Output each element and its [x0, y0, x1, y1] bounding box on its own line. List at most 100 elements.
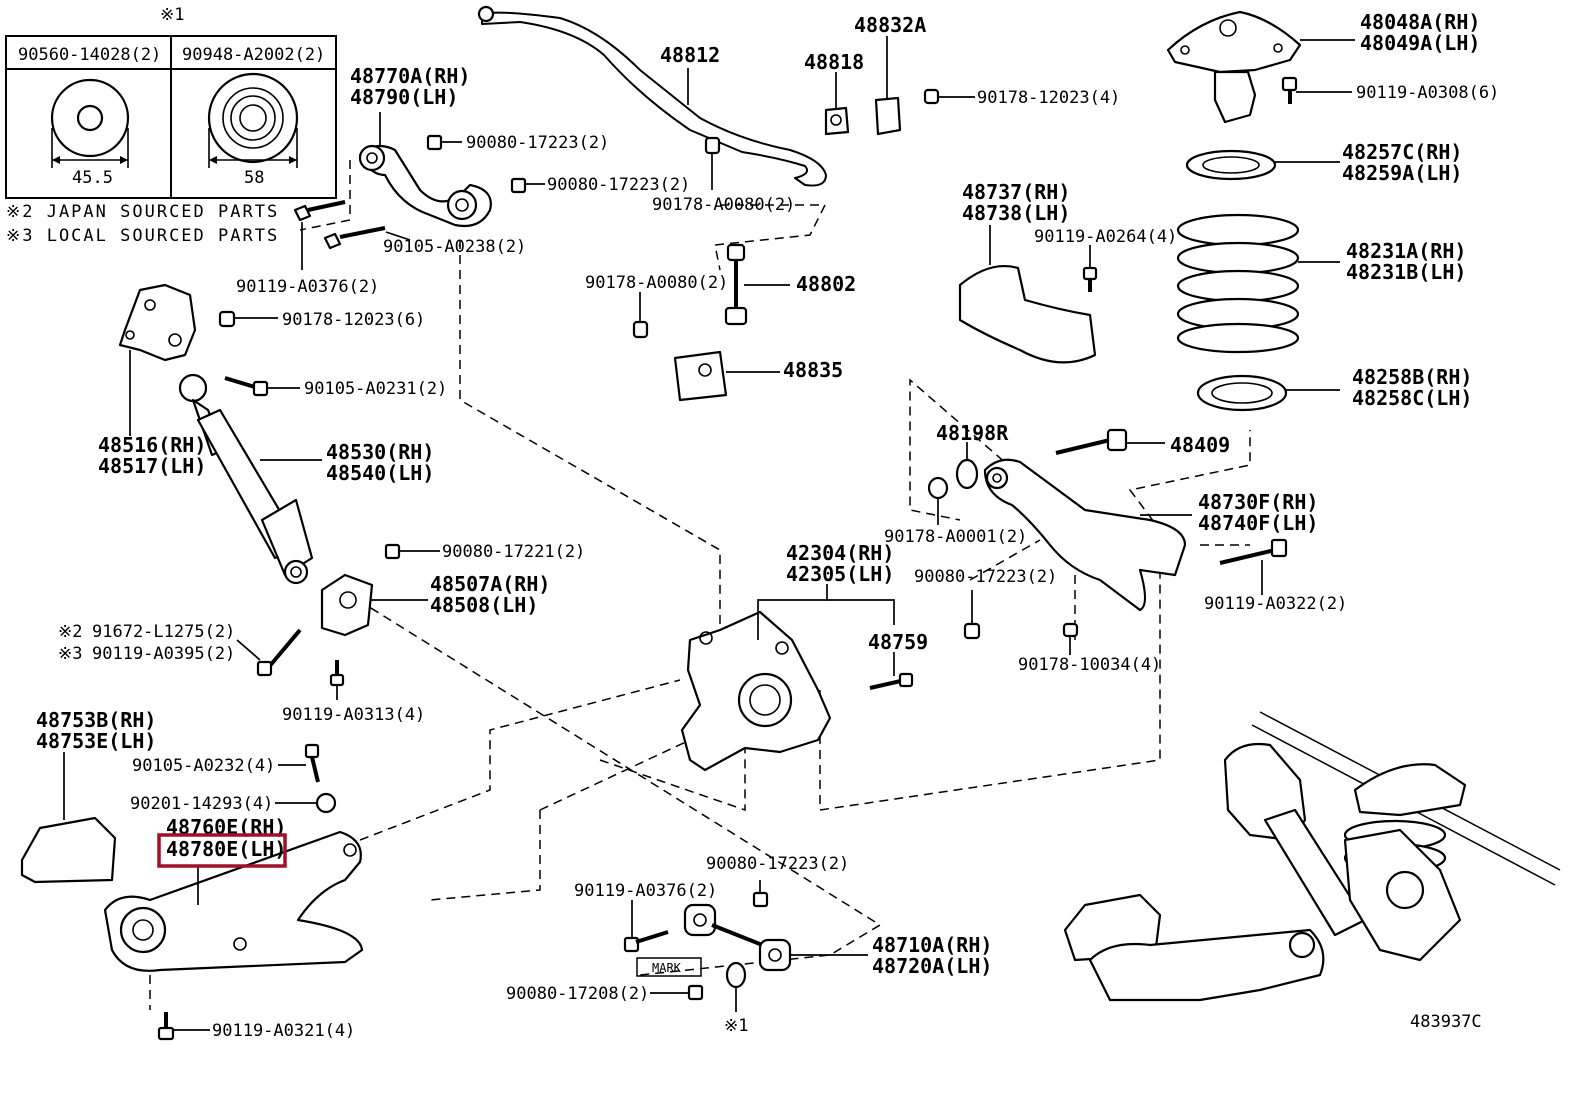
label-48507A[interactable]: 48507A(RH)	[430, 572, 550, 596]
bolt-90119-A0322-icon[interactable]	[1219, 538, 1288, 565]
nut-90080-17223-a-icon[interactable]	[426, 134, 443, 151]
label-48540[interactable]: 48540(LH)	[326, 461, 434, 485]
label-48517[interactable]: 48517(LH)	[98, 454, 206, 478]
label-48740F[interactable]: 48740F(LH)	[1198, 511, 1318, 535]
label-48710A[interactable]: 48710A(RH)	[872, 933, 992, 957]
label-48508[interactable]: 48508(LH)	[430, 593, 538, 617]
stabilizer-bar[interactable]	[477, 5, 827, 187]
label-90080-17223-c[interactable]: 90080-17223(2)	[706, 854, 849, 874]
nut-90178-12023-4-icon[interactable]	[923, 88, 940, 105]
cam-90201-14293-icon[interactable]	[315, 792, 337, 814]
label-48720A[interactable]: 48720A(LH)	[872, 954, 992, 978]
label-90178-A0080-a[interactable]: 90178-A0080(2)	[652, 195, 795, 215]
label-48780E[interactable]: 48780E(LH)	[166, 837, 286, 861]
label-48753E[interactable]: 48753E(LH)	[36, 729, 156, 753]
inset-right-part[interactable]: 90948-A2002(2)	[182, 45, 325, 65]
toe-control-link[interactable]	[683, 903, 792, 972]
label-90178-10034[interactable]: 90178-10034(4)	[1018, 655, 1161, 675]
label-48812[interactable]: 48812	[660, 43, 720, 67]
nut-90080-17223-c-icon[interactable]	[752, 891, 769, 908]
nut-90178-A0001-icon[interactable]	[927, 476, 949, 500]
coil-spring[interactable]	[1176, 213, 1300, 354]
nut-90178-10034-icon[interactable]	[1062, 622, 1079, 638]
nut-90080-17221-icon[interactable]	[384, 543, 401, 560]
link-48802-icon[interactable]	[724, 243, 748, 326]
nut-90178-12023-6-icon[interactable]	[218, 310, 236, 328]
label-48730F[interactable]: 48730F(RH)	[1198, 490, 1318, 514]
label-90080-17221[interactable]: 90080-17221(2)	[442, 542, 585, 562]
label-48198R[interactable]: 48198R	[936, 421, 1009, 445]
label-48516[interactable]: 48516(RH)	[98, 433, 206, 457]
label-90119-A0322[interactable]: 90119-A0322(2)	[1204, 594, 1347, 614]
lower-control-arm[interactable]	[103, 830, 364, 972]
bolt-90119-A0321-icon[interactable]	[157, 1012, 175, 1041]
label-48832A[interactable]: 48832A	[854, 13, 926, 37]
bushing-48818-icon[interactable]	[824, 106, 850, 136]
label-48049A[interactable]: 48049A(LH)	[1360, 31, 1480, 55]
bolt-90105-A0232-icon[interactable]	[304, 743, 320, 783]
label-48770A[interactable]: 48770A(RH)	[350, 64, 470, 88]
nut-90080-17223-b-icon[interactable]	[510, 177, 527, 194]
label-90105-A0231[interactable]: 90105-A0231(2)	[304, 379, 447, 399]
bolt-90105-A0238-icon[interactable]	[323, 226, 386, 250]
label-48409[interactable]: 48409	[1170, 433, 1230, 457]
upper-spring-support[interactable]	[1166, 10, 1302, 124]
shock-absorber[interactable]	[178, 373, 314, 585]
bolt-90119-A0308-icon[interactable]	[1281, 76, 1298, 104]
fender-liner[interactable]	[958, 264, 1097, 364]
nut-90080-17223-d-icon[interactable]	[963, 622, 981, 640]
label-48258B[interactable]: 48258B(RH)	[1352, 365, 1472, 389]
label-48259A[interactable]: 48259A(LH)	[1342, 161, 1462, 185]
label-48835[interactable]: 48835	[783, 358, 843, 382]
shock-upper-bracket[interactable]	[118, 283, 197, 362]
label-90178-A0080-b[interactable]: 90178-A0080(2)	[585, 273, 728, 293]
label-90178-12023-4[interactable]: 90178-12023(4)	[977, 88, 1120, 108]
spring-seat-lower-icon[interactable]	[1196, 374, 1288, 412]
label-48737[interactable]: 48737(RH)	[962, 180, 1070, 204]
label-90201-14293[interactable]: 90201-14293(4)	[130, 794, 273, 814]
inset-left-part[interactable]: 90560-14028(2)	[18, 45, 161, 65]
label-48738[interactable]: 48738(LH)	[962, 201, 1070, 225]
label-90119-A0376[interactable]: 90119-A0376(2)	[236, 277, 379, 297]
bolt-90119-A0313-icon[interactable]	[329, 660, 345, 687]
label-90119-A0321[interactable]: 90119-A0321(4)	[212, 1021, 355, 1041]
label-48257C[interactable]: 48257C(RH)	[1342, 140, 1462, 164]
cover-48753B-icon[interactable]	[20, 816, 117, 884]
label-48802[interactable]: 48802	[796, 272, 856, 296]
label-90105-A0238[interactable]: 90105-A0238(2)	[383, 237, 526, 257]
label-48530[interactable]: 48530(RH)	[326, 440, 434, 464]
label-42304[interactable]: 42304(RH)	[786, 541, 894, 565]
nut-90178-A0080-b-icon[interactable]	[632, 320, 649, 339]
label-90119-A0376-b[interactable]: 90119-A0376(2)	[574, 881, 717, 901]
label-48790[interactable]: 48790(LH)	[350, 85, 458, 109]
label-90080-17208[interactable]: 90080-17208(2)	[506, 984, 649, 1004]
steering-knuckle[interactable]	[680, 610, 832, 772]
bolt-90105-A0231-icon[interactable]	[224, 376, 269, 397]
label-90080-17223-a[interactable]: 90080-17223(2)	[466, 133, 609, 153]
label-48818[interactable]: 48818	[804, 50, 864, 74]
label-90080-17223-d[interactable]: 90080-17223(2)	[914, 567, 1057, 587]
label-90119-A0395[interactable]: 90119-A0395(2)	[92, 644, 235, 664]
label-48759[interactable]: 48759	[868, 630, 928, 654]
label-90105-A0232[interactable]: 90105-A0232(4)	[132, 756, 275, 776]
bolt-91672-L1275-icon[interactable]	[256, 628, 302, 677]
bolt-48409-icon[interactable]	[1055, 428, 1128, 455]
bolt-90119-A0264-icon[interactable]	[1082, 266, 1098, 292]
label-42305[interactable]: 42305(LH)	[786, 562, 894, 586]
label-91672-L1275[interactable]: 91672-L1275(2)	[92, 622, 235, 642]
label-90119-A0313[interactable]: 90119-A0313(4)	[282, 705, 425, 725]
nut-90080-17208-icon[interactable]	[687, 984, 704, 1001]
upper-control-arm[interactable]	[358, 144, 492, 228]
nut-90178-A0080-a-icon[interactable]	[704, 136, 721, 155]
bolt-90119-A0376-icon[interactable]	[293, 200, 346, 222]
label-90119-A0308[interactable]: 90119-A0308(6)	[1356, 83, 1499, 103]
bolt-48759-icon[interactable]	[869, 672, 914, 690]
spring-seat-upper-icon[interactable]	[1185, 149, 1277, 181]
label-90080-17223-b[interactable]: 90080-17223(2)	[547, 175, 690, 195]
washer-mark1-icon[interactable]	[725, 961, 747, 989]
label-48258C[interactable]: 48258C(LH)	[1352, 386, 1472, 410]
bushing-48835-icon[interactable]	[673, 350, 728, 402]
label-90178-12023-6[interactable]: 90178-12023(6)	[282, 310, 425, 330]
bushing-48198R-icon[interactable]	[955, 458, 979, 490]
lower-shock-bracket[interactable]	[320, 573, 374, 637]
